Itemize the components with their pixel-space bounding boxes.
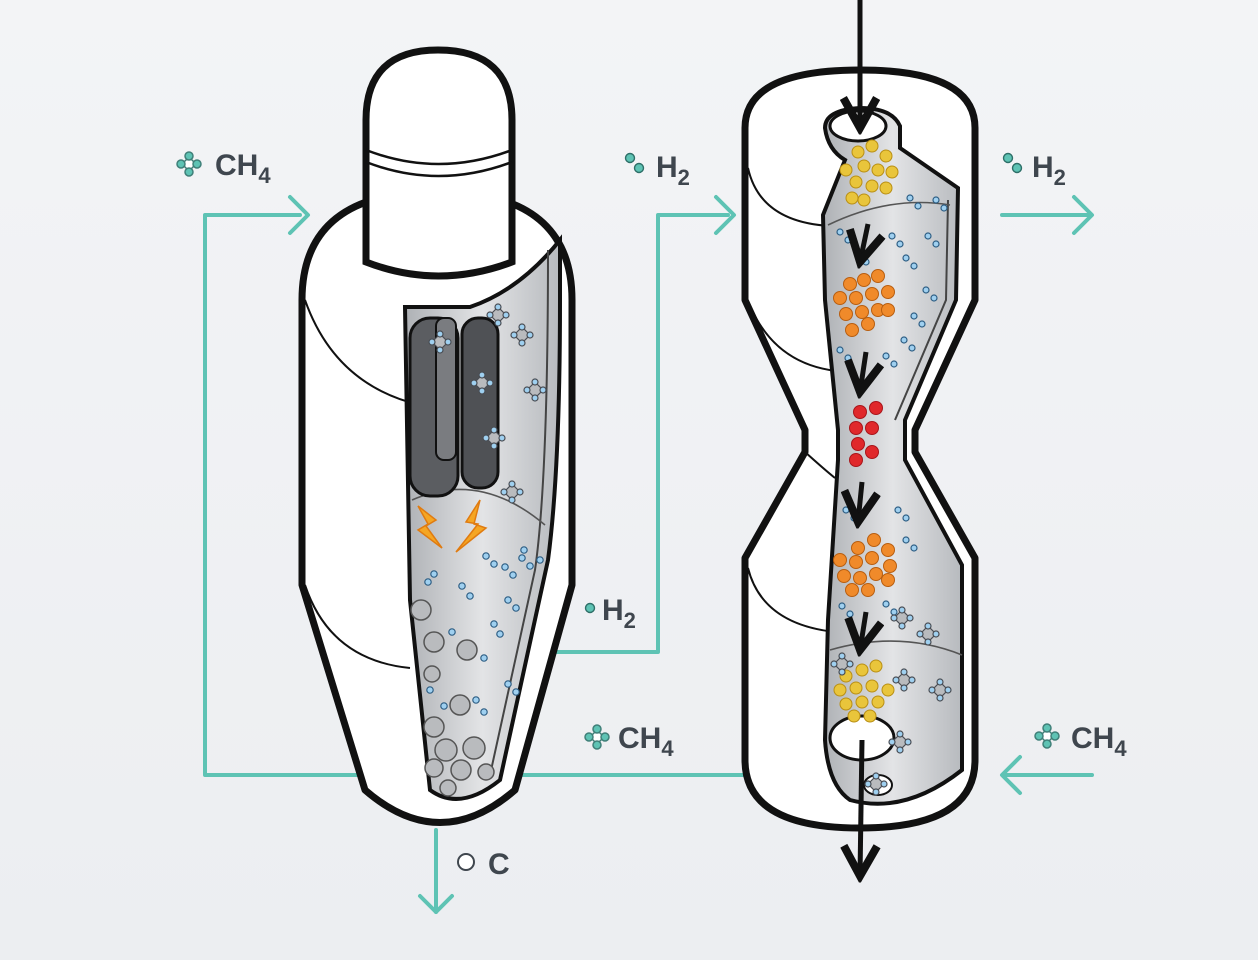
particles-orange-lower <box>833 533 897 597</box>
hydrogen-molecule-icon <box>624 152 645 174</box>
h2-right-subscript: 2 <box>1054 165 1066 190</box>
ch4-right-subscript: 4 <box>1114 736 1127 761</box>
h2-outlet-label: H2 <box>1002 151 1066 190</box>
plasma-methane-molecules <box>428 303 547 504</box>
svg-text:CH4: CH4 <box>1071 722 1127 761</box>
ch4-right-text: CH <box>1071 722 1114 755</box>
svg-text:CH4: CH4 <box>215 149 271 188</box>
carbon-outlet-arrowhead <box>418 894 454 914</box>
methane-molecule-icon <box>176 151 202 177</box>
h2-outlet-arrowhead <box>1072 195 1094 235</box>
methane-molecule-icon <box>1034 723 1060 749</box>
plasma-reactor <box>298 46 576 826</box>
h2-lower-text: H <box>602 594 624 627</box>
methane-molecule-icon <box>584 724 610 750</box>
svg-text:H2: H2 <box>602 594 636 633</box>
hydrogen-atom-icon <box>584 602 596 614</box>
h2-lower-subscript: 2 <box>624 608 636 633</box>
h2-right-text: H <box>1032 151 1054 184</box>
h2-transfer-line <box>553 213 730 654</box>
hydrogen-molecule-icon <box>1002 152 1023 174</box>
ch4-feed-arrowhead <box>1000 755 1022 795</box>
svg-text:H2: H2 <box>656 151 690 190</box>
bed-methane-molecules <box>830 606 952 796</box>
packed-bed-reactor <box>741 0 979 876</box>
h2-middle-text: H <box>656 151 678 184</box>
ch4-inlet-label: CH4 <box>176 149 271 188</box>
plasma-hydrogen-molecules <box>424 546 544 716</box>
carbon-text: C <box>488 848 510 881</box>
carbon-outlet-label: C <box>457 848 510 881</box>
h2-transfer-label: H2 <box>624 151 690 190</box>
ch4-feed-label: CH4 <box>1034 722 1127 761</box>
h2-middle-subscript: 2 <box>678 165 690 190</box>
electrode-right <box>460 316 500 490</box>
carbon-circle-icon <box>457 853 475 871</box>
h2-plasma-outlet-label: H2 <box>584 594 636 633</box>
svg-text:H2: H2 <box>1032 151 1066 190</box>
lightning-icon <box>416 499 488 553</box>
particles-orange-upper <box>833 269 895 337</box>
ch4-left-text: CH <box>215 149 258 182</box>
ch4-bottom-text: CH <box>618 722 661 755</box>
particles-yellow-bottom <box>833 659 895 723</box>
ch4-recycle-label: CH4 <box>584 722 674 761</box>
ch4-bottom-subscript: 4 <box>661 736 674 761</box>
particle-flow-arrows <box>858 0 868 876</box>
ch4-inlet-arrowhead <box>288 195 310 235</box>
svg-text:CH4: CH4 <box>618 722 674 761</box>
carbon-particles <box>410 599 495 797</box>
ch4-left-subscript: 4 <box>258 163 271 188</box>
particles-red-middle <box>849 401 883 467</box>
h2-transfer-arrowhead <box>714 195 736 235</box>
particles-yellow-top <box>839 139 899 207</box>
